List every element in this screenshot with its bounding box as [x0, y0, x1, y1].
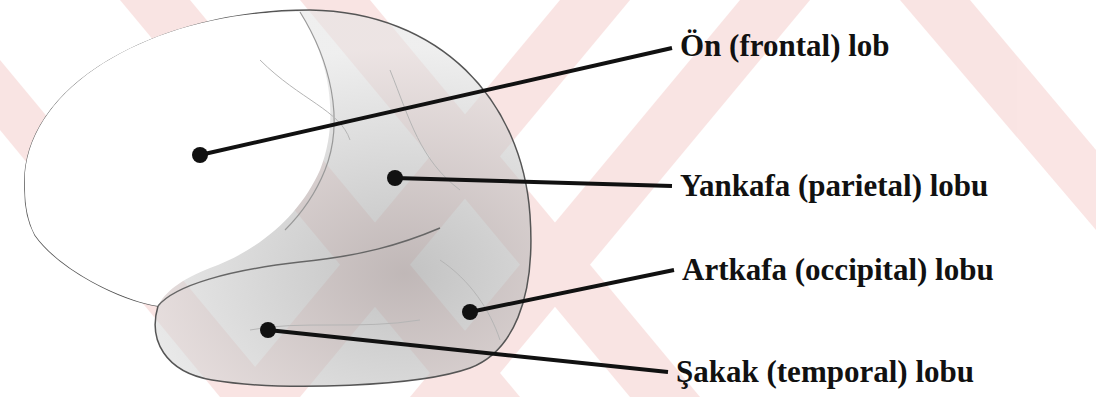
leader-lines — [200, 48, 674, 372]
lobe-label: Ön (frontal) lob — [680, 29, 890, 63]
lobe-label: Yankafa (parietal) lobu — [680, 169, 988, 203]
marker-dots — [192, 147, 478, 338]
sulcus — [250, 60, 500, 340]
frontal-lobe — [25, 12, 331, 306]
sylvian-fissure — [158, 228, 440, 306]
lobe-label: Şakak (temporal) lobu — [676, 355, 974, 389]
central-sulcus — [285, 12, 334, 230]
lobe-label: Artkafa (occipital) lobu — [682, 253, 994, 287]
